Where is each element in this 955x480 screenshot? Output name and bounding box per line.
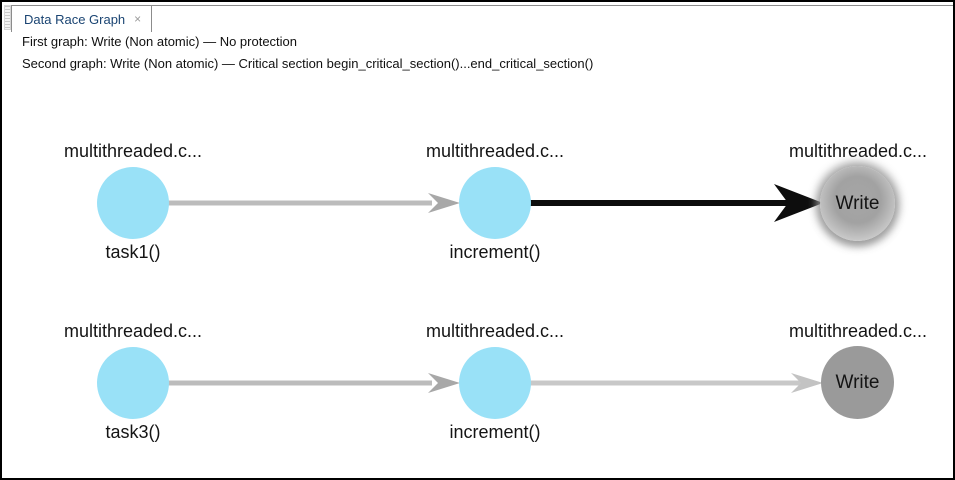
node-func-label: increment() <box>449 422 541 442</box>
write-access-label: Write <box>835 371 880 393</box>
node-write-plain[interactable]: Write <box>821 346 894 419</box>
node-func-label: task3() <box>105 422 161 442</box>
node-write-selected[interactable]: Write <box>820 166 895 241</box>
tabbar-divider <box>129 5 953 6</box>
node-func-label: task1() <box>105 242 161 262</box>
tab-close-icon[interactable]: × <box>134 12 142 26</box>
edge-task3-increment <box>168 373 460 393</box>
tab-title: Data Race Graph <box>24 11 126 27</box>
node-task1[interactable] <box>97 167 169 239</box>
tab-data-race-graph[interactable]: Data Race Graph × <box>11 5 153 32</box>
node-file-label: multithreaded.c... <box>788 141 928 161</box>
node-file-label: multithreaded.c... <box>425 141 565 161</box>
edge-task1-increment <box>168 193 460 213</box>
edge-increment-write-black <box>530 184 823 222</box>
node-func-label: increment() <box>449 242 541 262</box>
node-file-label: multithreaded.c... <box>425 321 565 341</box>
node-file-label: multithreaded.c... <box>63 321 203 341</box>
first-graph-description: First graph: Write (Non atomic) — No pro… <box>22 34 298 49</box>
write-access-label: Write <box>835 192 880 214</box>
panel-drag-grip[interactable] <box>4 5 11 30</box>
second-graph-description: Second graph: Write (Non atomic) — Criti… <box>22 56 594 71</box>
node-increment-2[interactable] <box>459 347 531 419</box>
node-increment-1[interactable] <box>459 167 531 239</box>
edge-increment-write-gray <box>530 373 823 393</box>
node-file-label: multithreaded.c... <box>788 321 928 341</box>
node-task3[interactable] <box>97 347 169 419</box>
node-file-label: multithreaded.c... <box>63 141 203 161</box>
